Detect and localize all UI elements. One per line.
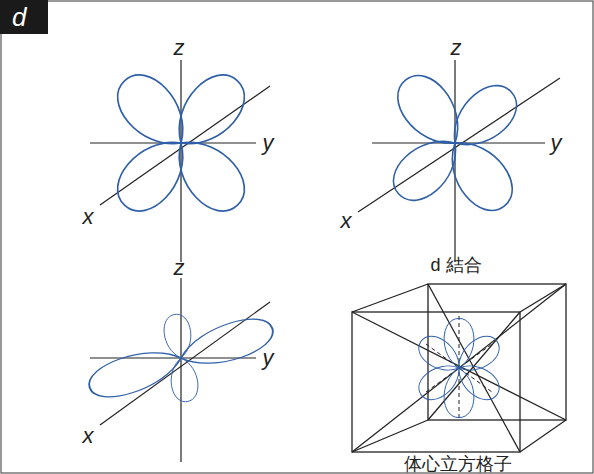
axis-label: z	[451, 37, 462, 59]
axis-label: x	[83, 206, 94, 228]
d-orbital-lobes	[413, 318, 505, 417]
axis-label: z	[174, 257, 185, 279]
corner-tab: d	[0, 0, 48, 34]
axis-label: y	[551, 132, 562, 154]
axis-label: x	[341, 210, 352, 232]
axes	[358, 60, 560, 262]
axes	[90, 60, 270, 262]
axes	[90, 278, 270, 462]
panel-caption: d 結合	[430, 256, 481, 274]
axis-label: z	[174, 37, 185, 59]
d-orbital-lobes	[84, 311, 278, 405]
d-orbital-lobes	[383, 65, 527, 221]
panel-caption: 体心立方格子	[404, 455, 512, 473]
panel-letter: d	[12, 4, 48, 30]
d-orbital-lobes	[106, 64, 256, 223]
axis-label: y	[263, 347, 274, 369]
bcc-cube	[352, 284, 566, 452]
axis-label: y	[263, 132, 274, 154]
axis-label: x	[83, 425, 94, 447]
